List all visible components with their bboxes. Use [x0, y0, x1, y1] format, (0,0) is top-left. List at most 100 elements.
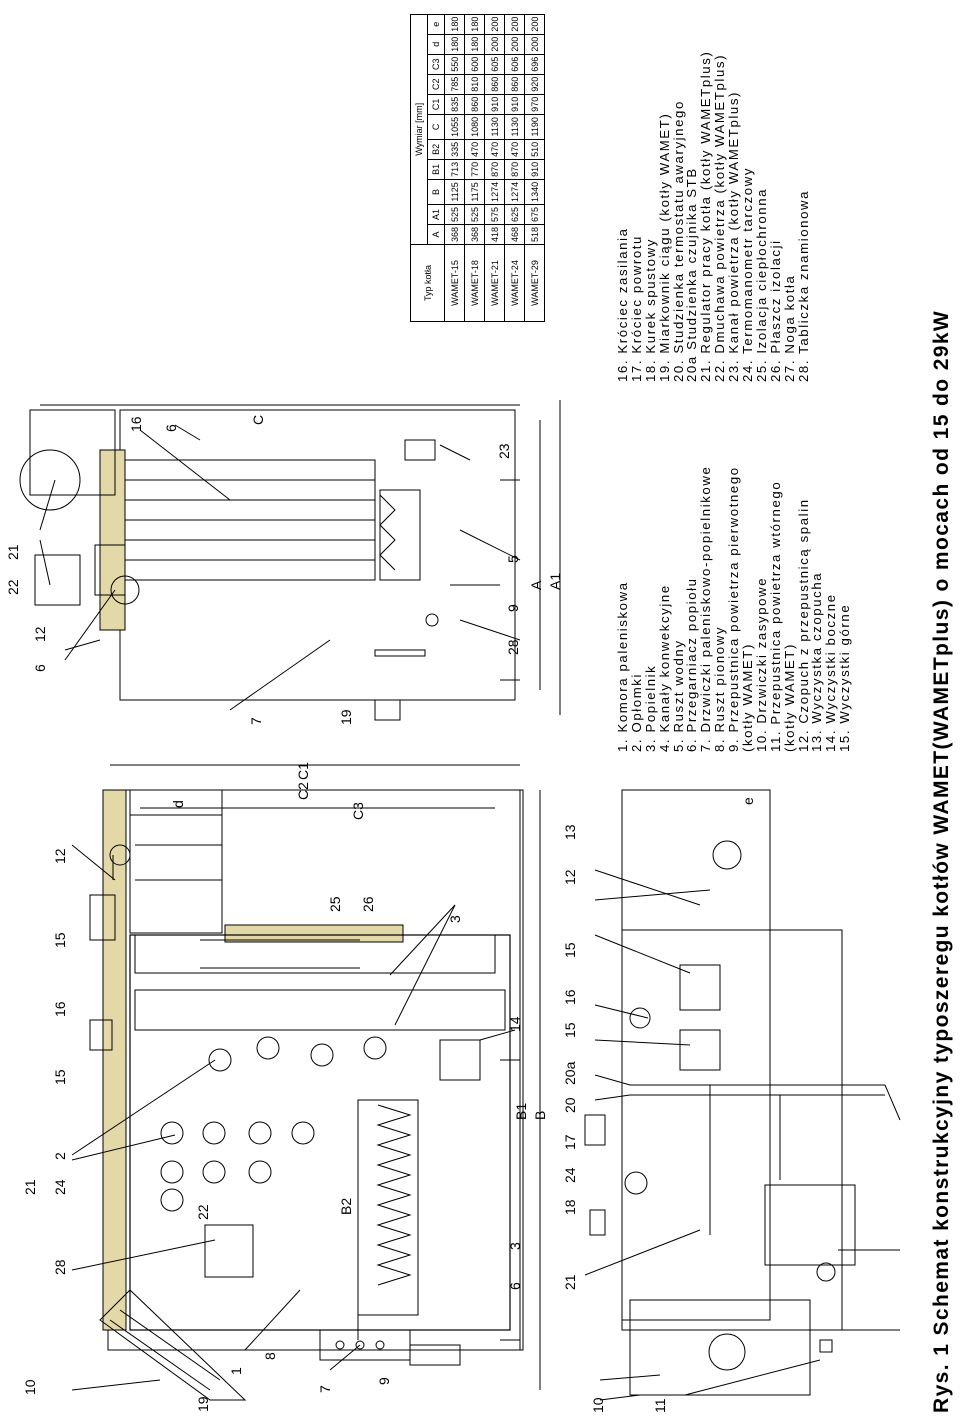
callout-5: 5: [505, 555, 521, 563]
callout-20a: 20a: [562, 1061, 578, 1085]
callout-22: 22: [195, 1204, 211, 1220]
callout-7: 7: [317, 1385, 333, 1393]
feed-door-handle: [708, 1333, 746, 1371]
table-cell: 200: [524, 14, 545, 35]
thermomanometer: [624, 1171, 648, 1195]
callout-28: 28: [52, 1259, 68, 1275]
callout-25: 25: [327, 896, 343, 912]
callout-24: 24: [52, 1179, 68, 1195]
table-cell: 468: [504, 224, 525, 245]
return-pipe: [584, 1114, 606, 1146]
table-cell: 600: [464, 54, 485, 75]
legend-item: 8. Ruszt pionowy: [712, 625, 728, 752]
callout-21: 21: [22, 1179, 38, 1195]
legend-item: 27. Noga kotła: [781, 274, 797, 382]
table-cell: 470: [464, 139, 485, 160]
fire-tubes: [160, 1036, 387, 1212]
draft-regulator: [816, 1262, 836, 1282]
flue-outlet: [129, 814, 223, 934]
callout-2: 2: [52, 1152, 68, 1160]
callout-16: 16: [52, 1001, 68, 1017]
table-cell: 810: [464, 74, 485, 95]
callout-12b: 12: [562, 869, 578, 885]
table-col-header: d: [427, 34, 445, 55]
callout-21c: 21: [5, 544, 21, 560]
legend-item: 23. Kanał powietrza (kotły WAMETplus): [726, 90, 742, 382]
legend-item: 13. Wyczystka czopucha: [809, 571, 825, 752]
callout-24b: 24: [562, 1167, 578, 1183]
callout-23: 23: [496, 443, 512, 459]
dimensions-table-wrapper: Typ kotła Wymiar [mm] A A1 B B1 B2 C C1 …: [410, 14, 545, 322]
callout-19: 19: [195, 1396, 211, 1412]
table-cell: 606: [504, 54, 525, 75]
table-col-header: B2: [427, 139, 445, 160]
dim-label-c1: C1: [295, 762, 311, 780]
callout-3: 3: [447, 915, 463, 923]
callout-8: 8: [262, 1352, 278, 1360]
callout-12c: 12: [32, 626, 48, 642]
water-grate: [379, 494, 396, 571]
table-cell: 368: [464, 224, 485, 245]
table-cell: 870: [484, 159, 505, 180]
table-cell: 1175: [464, 179, 485, 205]
dim-label-b2: B2: [338, 1197, 354, 1215]
table-col-header: B: [427, 179, 445, 205]
callout-15b: 15: [52, 932, 68, 948]
callout-20: 20: [562, 1097, 578, 1113]
ash-door: [319, 1329, 411, 1361]
callout-13: 13: [562, 824, 578, 840]
table-cell: 625: [504, 204, 525, 225]
table-col-header: A: [427, 224, 445, 245]
callout-15d: 15: [562, 942, 578, 958]
table-col-header: C1: [427, 94, 445, 115]
table-cell: 200: [484, 34, 505, 55]
blower-fan: [764, 1184, 856, 1266]
cleanout-top-1: [679, 964, 721, 1011]
callout-16c: 16: [128, 416, 144, 432]
table-cell-typ: WAMET-18: [464, 244, 485, 322]
table-cell: 180: [464, 14, 485, 35]
legend-item: 4. Kanały konwekcyjne: [656, 584, 672, 752]
callout-22b: 22: [5, 579, 21, 595]
legend-item: 15. Wyczystki górne: [837, 603, 853, 752]
table-cell: 575: [484, 204, 505, 225]
legend-item: 5. Ruszt wodny: [670, 639, 686, 752]
callout-6d: 6: [163, 424, 179, 432]
legend-item: 22. Dmuchawa powietrza (kotły WAMETplus): [712, 53, 728, 382]
top-view: [584, 789, 901, 1401]
vertical-grate: [376, 1104, 412, 1286]
table-cell: 418: [484, 224, 505, 245]
table-row: WAMET-24 468 625 1274 870 470 1130 910 8…: [504, 14, 525, 322]
front-insulation: [99, 449, 126, 631]
table-cell: 860: [464, 94, 485, 115]
table-cell: 510: [524, 139, 545, 160]
table-cell: 180: [444, 14, 465, 35]
table-cell: 1274: [504, 179, 525, 205]
combustion-chamber: [129, 934, 511, 1331]
table-row: WAMET-15 368 525 1125 713 335 1055 835 7…: [444, 14, 465, 322]
legend-item: 19. Miarkownik ciągu (kotły WAMET): [656, 112, 672, 382]
callout-26: 26: [360, 896, 376, 912]
controller-box: [34, 554, 81, 606]
table-cell: 675: [524, 204, 545, 225]
table-row: WAMET-18 368 525 1175 770 470 1080 860 8…: [464, 14, 485, 322]
table-cell: 970: [524, 94, 545, 115]
table-cell: 835: [444, 94, 465, 115]
legend-item: 20. Studzienka termostatu awaryjnego: [670, 100, 686, 382]
table-cell: 1125: [444, 179, 465, 205]
legend-item: 26. Płaszcz izolacji: [767, 239, 783, 382]
callout-11: 11: [652, 1398, 668, 1413]
side-cleanout: [439, 1039, 481, 1081]
blower-housing: [29, 409, 116, 496]
table-col-header: e: [427, 14, 445, 35]
insulation-layer: [102, 789, 127, 1331]
table-header-wymiar: Wymiar [mm]: [410, 14, 428, 245]
table-cell: 200: [524, 34, 545, 55]
legend-item: 24. Termomanometr tarczowy: [740, 166, 756, 382]
table-cell: 518: [524, 224, 545, 245]
table-cell: 200: [504, 14, 525, 35]
legend-item: 6. Przegarniacz popiołu: [684, 577, 700, 752]
callout-28b: 28: [505, 639, 521, 655]
callout-17: 17: [562, 1134, 578, 1150]
